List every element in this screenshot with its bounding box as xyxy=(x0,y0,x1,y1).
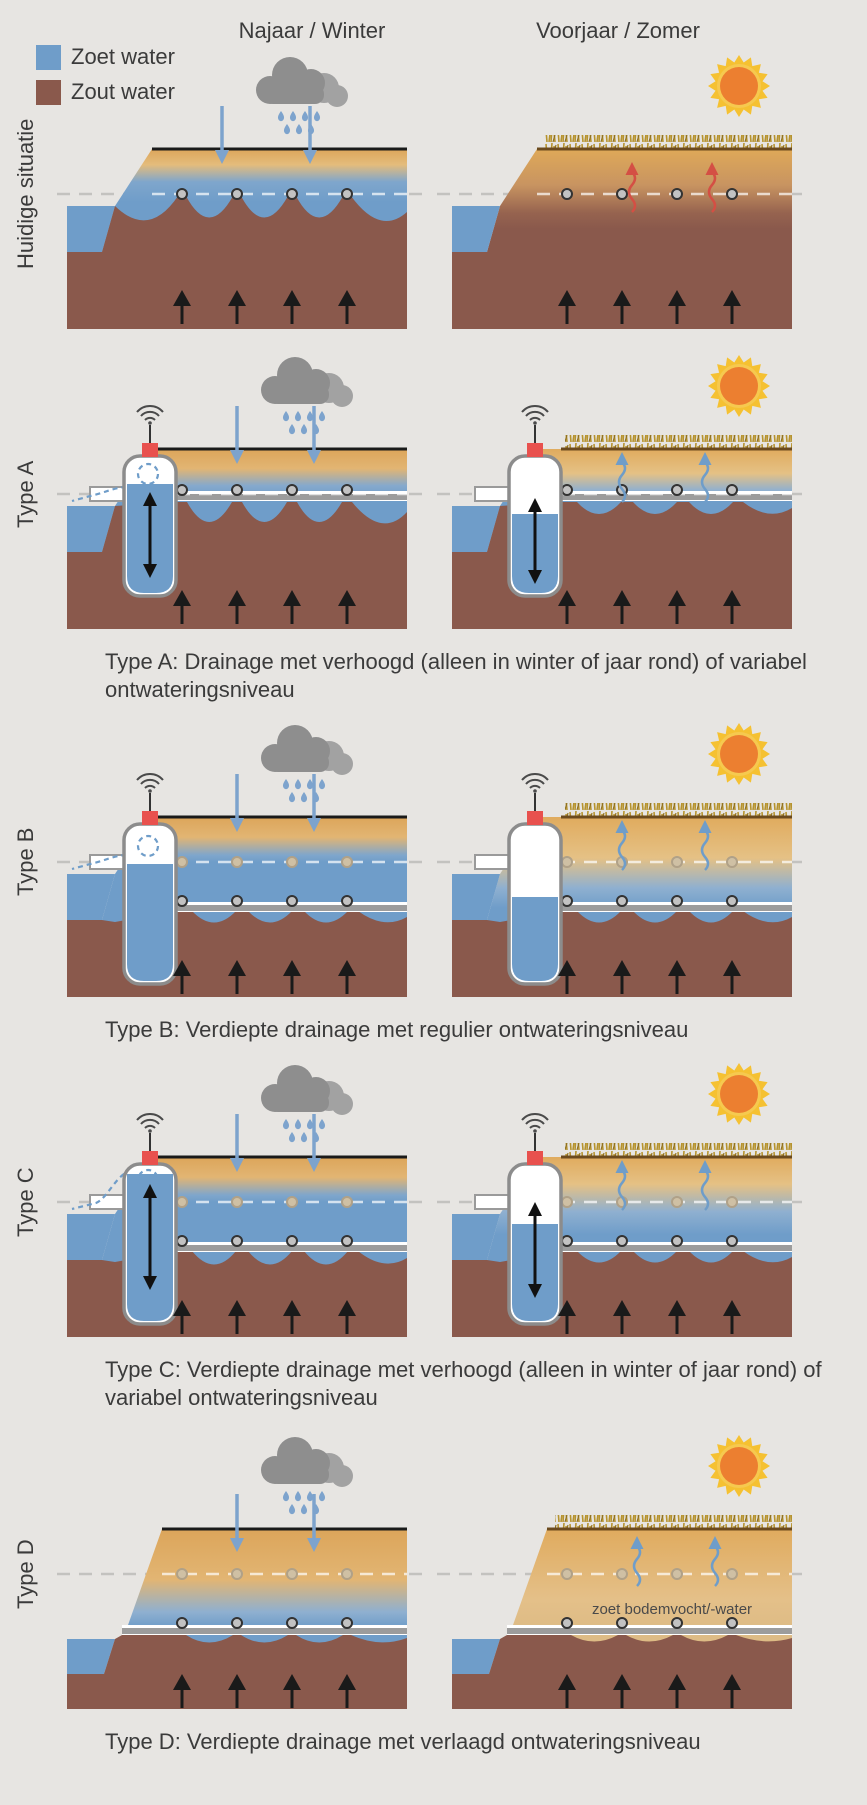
row-type-c: Type C xyxy=(0,1052,867,1352)
panel-type-c-summer xyxy=(437,1063,809,1337)
sun-icon xyxy=(708,55,770,117)
rain-cloud-icon xyxy=(256,57,348,134)
row-label-type-a: Type A xyxy=(13,460,38,528)
fresh-water-swatch xyxy=(36,44,61,70)
legend-label: Zoet water xyxy=(71,44,175,69)
panel-type-a-winter xyxy=(57,344,424,629)
ditch-water xyxy=(452,506,500,552)
overflow-arc xyxy=(136,834,160,858)
drain-pipe xyxy=(122,1628,407,1634)
crop-grass xyxy=(545,135,792,149)
column-header-winter: Najaar / Winter xyxy=(238,18,386,43)
panel-huidige-winter xyxy=(57,44,424,329)
ditch-water xyxy=(67,874,115,920)
panel-type-a-summer xyxy=(437,355,809,629)
drain-pipe xyxy=(557,494,792,500)
panel-type-d-summer: zoet bodemvocht/-water xyxy=(437,1435,809,1710)
overflow-dashed-path xyxy=(71,1168,133,1211)
drain-pipe xyxy=(174,905,407,911)
control-well xyxy=(122,1114,178,1326)
ditch-water xyxy=(452,1214,500,1260)
row-type-a: Type A xyxy=(0,344,867,644)
drain-pipe xyxy=(174,1245,407,1251)
overflow-dashed-path xyxy=(71,485,145,503)
row-label-type-c: Type C xyxy=(13,1167,38,1237)
overflow-arc xyxy=(136,1168,160,1192)
legend-item-zoet: Zoet water xyxy=(36,44,175,70)
ditch-water xyxy=(452,874,500,920)
legend-label: Zout water xyxy=(71,79,175,104)
rain-cloud-icon xyxy=(261,725,353,802)
legend-item-zout: Zout water xyxy=(36,79,175,105)
row-type-d: Type D xyxy=(0,1424,867,1724)
crop-grass xyxy=(565,435,792,449)
panel-type-c-winter xyxy=(57,1052,424,1337)
ditch-water xyxy=(67,1639,115,1674)
rain-cloud-icon xyxy=(261,357,353,434)
drain-pipe xyxy=(172,494,407,500)
row-label-type-b: Type B xyxy=(13,827,38,897)
well-water xyxy=(127,864,173,981)
drain-pipe xyxy=(507,1628,792,1634)
sun-icon xyxy=(708,355,770,417)
legend: Zoet water Zout water xyxy=(36,44,175,114)
panel-type-b-winter xyxy=(57,712,424,997)
control-well xyxy=(122,406,178,598)
crop-grass xyxy=(565,1143,792,1157)
sun-icon xyxy=(708,723,770,785)
drain-pipe xyxy=(559,905,792,911)
row-huidige-situatie: Huidige situatie xyxy=(0,44,867,344)
row-label-type-d: Type D xyxy=(13,1539,38,1609)
overflow-arc xyxy=(136,462,160,486)
ditch-water xyxy=(67,1214,115,1260)
row-type-b: Type B xyxy=(0,712,867,1012)
salt-groundwater xyxy=(67,196,407,329)
fresh-soil-moisture-label: zoet bodemvocht/-water xyxy=(592,1601,752,1618)
ditch-water xyxy=(452,206,500,252)
overflow-dashed-path xyxy=(71,853,145,871)
sun-icon xyxy=(708,1063,770,1125)
ditch-water xyxy=(67,506,115,552)
salt-groundwater xyxy=(452,1635,792,1709)
caption-type-a: Type A: Drainage met verhoogd (alleen in… xyxy=(105,649,807,702)
control-well xyxy=(507,1114,563,1326)
column-headers: Najaar / Winter Voorjaar / Zomer xyxy=(0,0,867,44)
rain-cloud-icon xyxy=(261,1065,353,1142)
crop-grass xyxy=(565,803,792,817)
ditch-water xyxy=(67,206,115,252)
panel-type-d-winter xyxy=(57,1424,424,1710)
salt-water-swatch xyxy=(36,79,61,105)
control-well xyxy=(507,774,563,986)
caption-type-b: Type B: Verdiepte drainage met regulier … xyxy=(105,1017,689,1042)
column-header-summer: Voorjaar / Zomer xyxy=(536,18,700,43)
crop-grass xyxy=(555,1515,792,1529)
caption-type-d: Type D: Verdiepte drainage met verlaagd … xyxy=(105,1729,701,1754)
rain-cloud-icon xyxy=(261,1437,353,1514)
sun-icon xyxy=(708,1435,770,1497)
salt-groundwater xyxy=(67,1635,407,1709)
panel-type-b-summer xyxy=(437,723,809,997)
control-well xyxy=(122,774,178,986)
panel-huidige-summer xyxy=(437,55,809,329)
drain-pipe xyxy=(559,1245,792,1251)
ditch-water xyxy=(452,1639,500,1674)
well-water xyxy=(512,897,558,981)
caption-type-c: Type C: Verdiepte drainage met verhoogd … xyxy=(105,1357,822,1410)
control-well xyxy=(507,406,563,598)
